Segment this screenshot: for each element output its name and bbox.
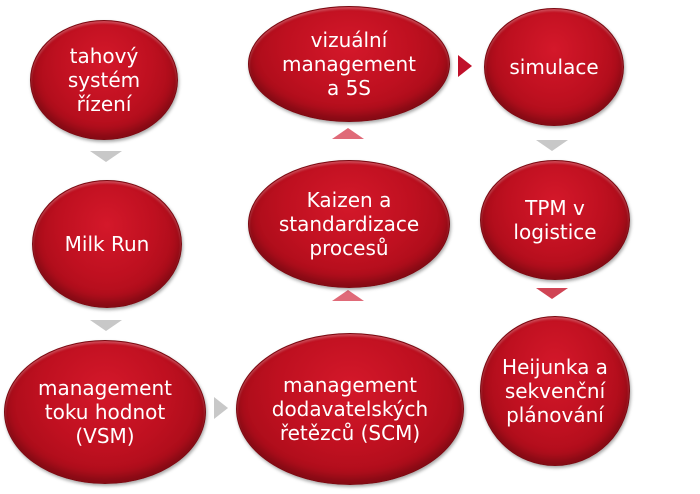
arrow-right-1 [214, 397, 228, 419]
arrow-down-4 [536, 288, 568, 299]
node-vizualni-management: vizuální management a 5S [248, 6, 450, 122]
node-tpm: TPM v logistice [480, 160, 630, 280]
node-tahovy-system-rizeni: tahový systém řízení [30, 20, 178, 140]
node-heijunka: Heijunka a sekvenční plánování [480, 316, 630, 466]
arrow-right-2 [458, 55, 472, 77]
arrow-down-2 [90, 320, 122, 331]
node-label: management toku hodnot (VSM) [38, 376, 172, 448]
arrow-down-1 [90, 151, 122, 162]
node-label: tahový systém řízení [67, 44, 141, 116]
node-label: management dodavatelských řetězců (SCM) [271, 373, 429, 445]
node-simulace: simulace [484, 8, 624, 126]
node-label: vizuální management a 5S [282, 28, 416, 100]
node-scm: management dodavatelských řetězců (SCM) [236, 333, 464, 485]
arrow-down-3 [536, 140, 568, 151]
arrow-up-1 [332, 290, 364, 301]
arrow-up-2 [332, 128, 364, 139]
node-label: simulace [509, 55, 599, 79]
node-milk-run: Milk Run [32, 180, 182, 308]
node-label: TPM v logistice [513, 196, 597, 244]
node-vsm: management toku hodnot (VSM) [4, 340, 206, 484]
node-label: Kaizen a standardizace procesů [278, 188, 420, 260]
node-label: Heijunka a sekvenční plánování [502, 355, 608, 427]
node-label: Milk Run [64, 232, 150, 256]
node-kaizen: Kaizen a standardizace procesů [248, 160, 450, 288]
